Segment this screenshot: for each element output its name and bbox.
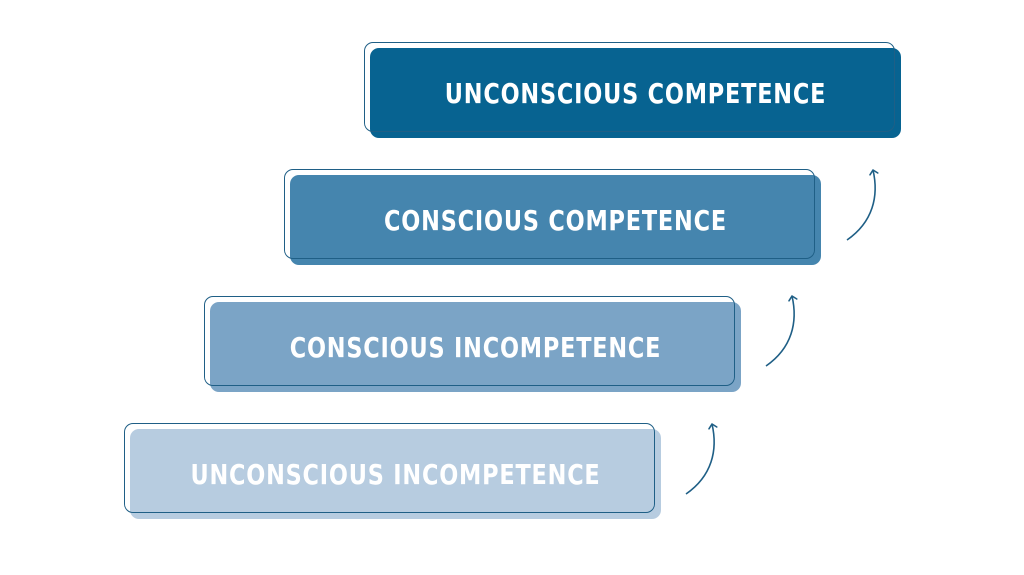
step-outline <box>204 296 735 386</box>
arrow-up-icon <box>765 295 798 367</box>
step-outline <box>364 42 895 132</box>
step-fill <box>210 302 741 392</box>
step-fill <box>130 429 661 519</box>
step-fill <box>370 48 901 138</box>
arrow-up-icon <box>846 169 879 241</box>
arrow-up-icon <box>685 423 718 495</box>
step-conscious-competence: CONSCIOUS COMPETENCE <box>284 169 821 265</box>
step-label: CONSCIOUS INCOMPETENCE <box>289 330 662 364</box>
step-outline <box>284 169 815 259</box>
step-label: UNCONSCIOUS INCOMPETENCE <box>190 457 601 491</box>
step-label: UNCONSCIOUS COMPETENCE <box>444 76 827 110</box>
step-conscious-incompetence: CONSCIOUS INCOMPETENCE <box>204 296 741 392</box>
step-fill <box>290 175 821 265</box>
step-unconscious-competence: UNCONSCIOUS COMPETENCE <box>364 42 901 138</box>
step-outline <box>124 423 655 513</box>
step-label: CONSCIOUS COMPETENCE <box>384 203 727 237</box>
step-unconscious-incompetence: UNCONSCIOUS INCOMPETENCE <box>124 423 661 519</box>
